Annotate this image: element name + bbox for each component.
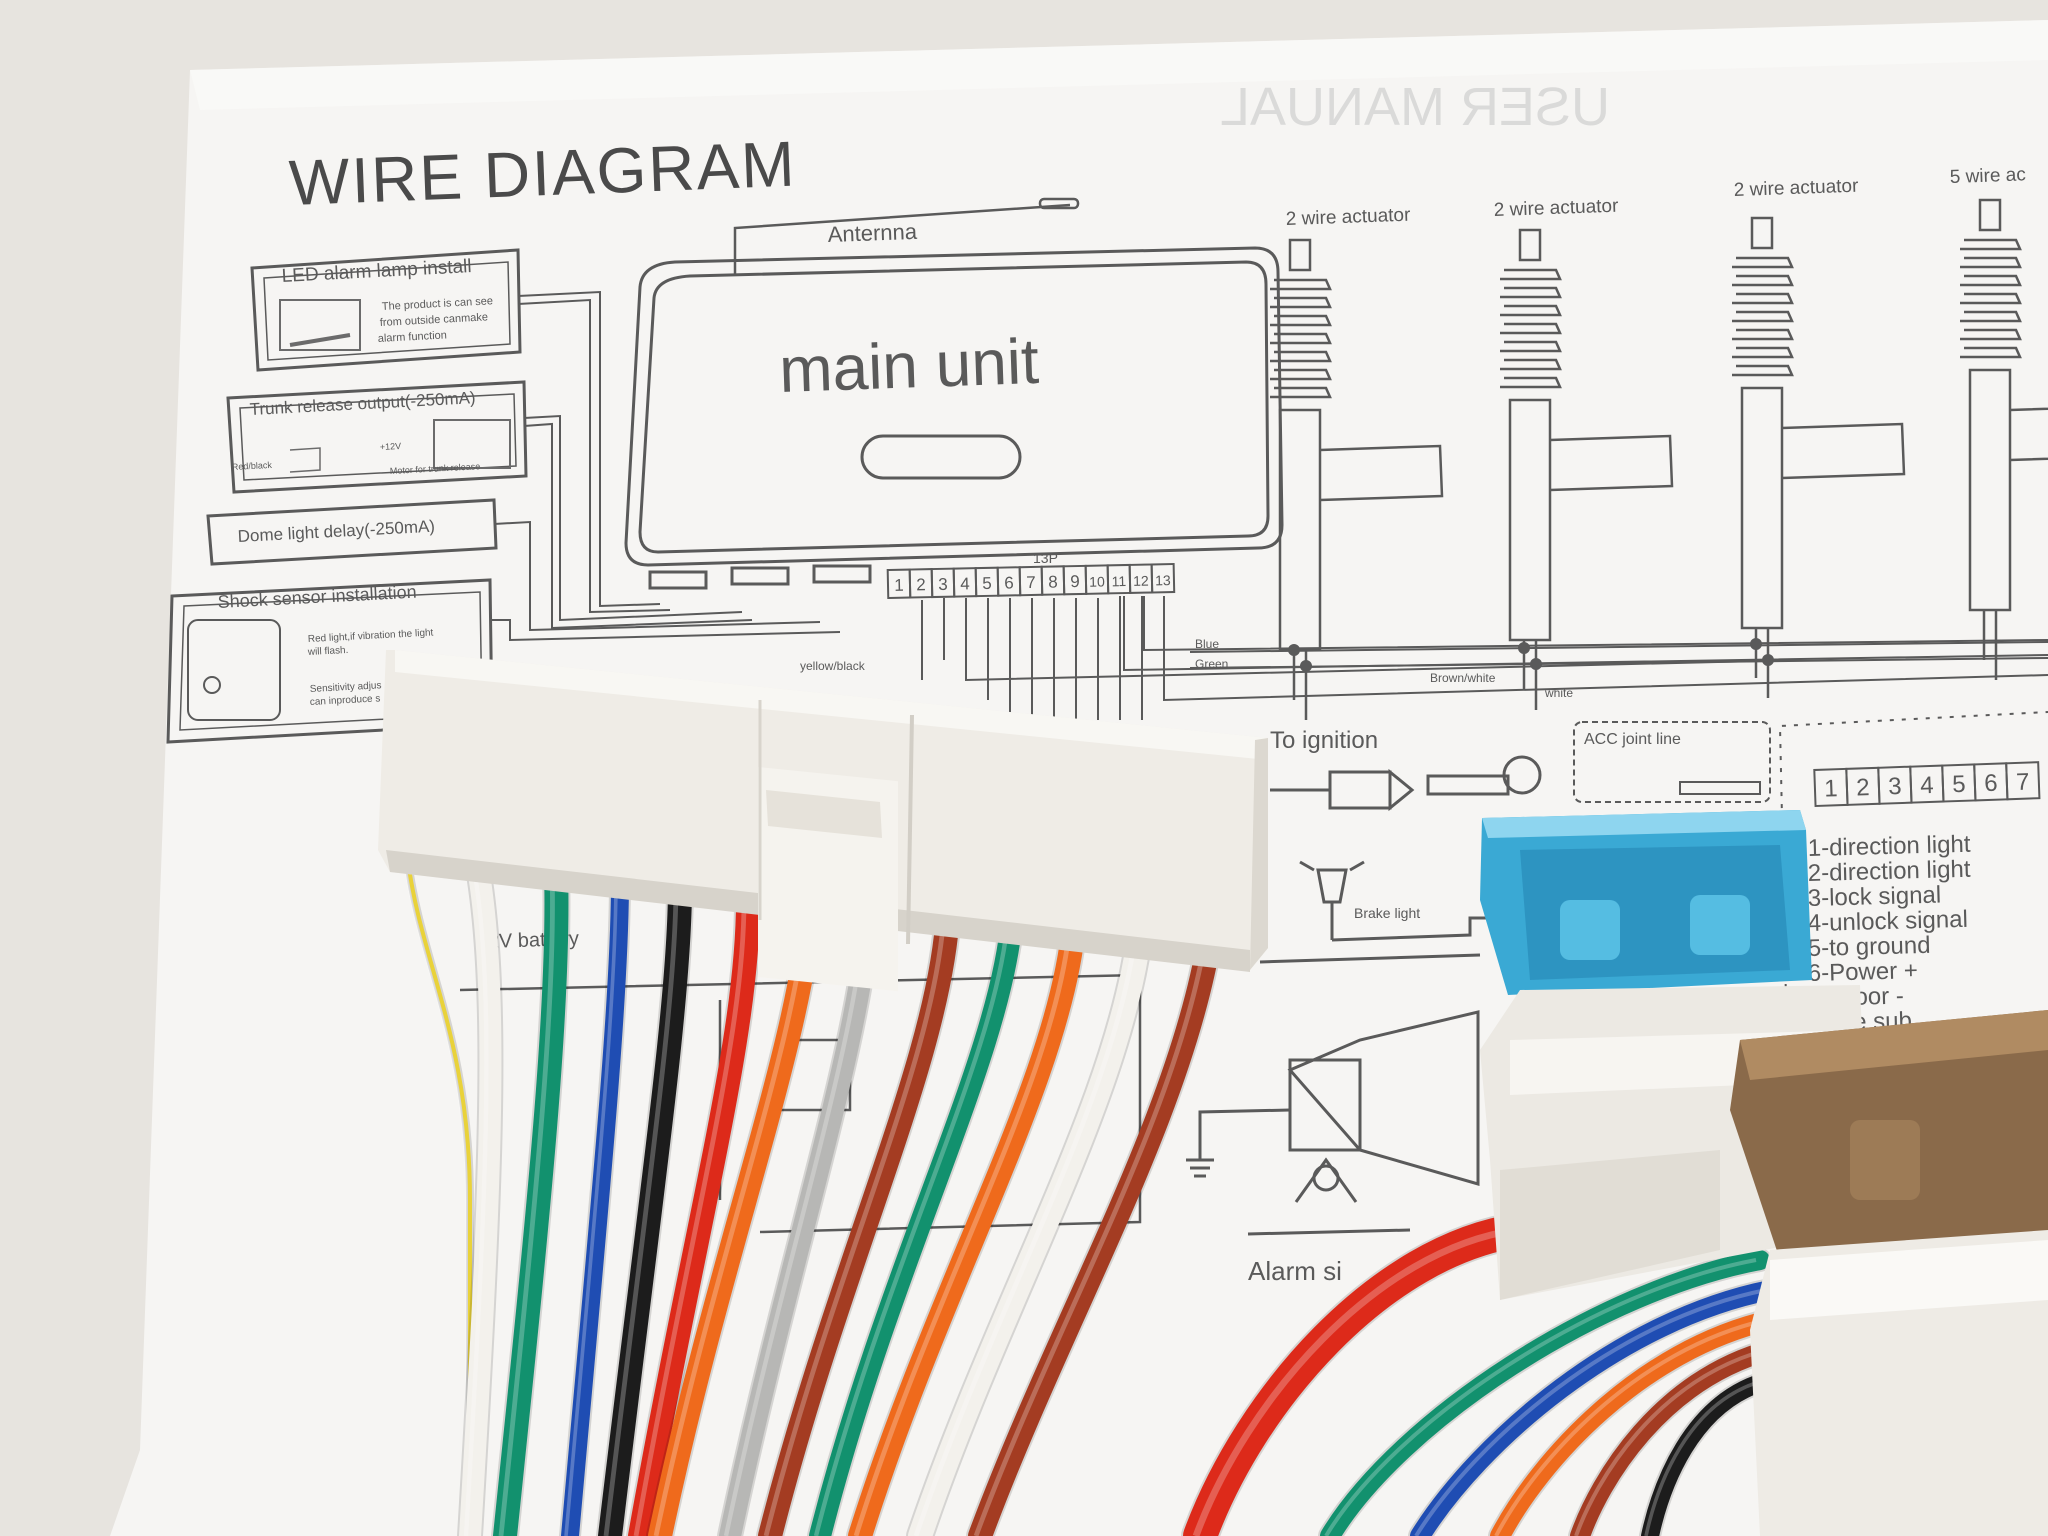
mirrored-header: USER MANUAL	[1220, 77, 1610, 137]
main-unit-ports	[648, 564, 872, 590]
blue-wire	[1410, 1280, 1780, 1536]
wire-label-blue: Blue	[1195, 637, 1219, 651]
wire-label-brown-white: Brown/white	[1430, 671, 1496, 685]
orange-wire	[1490, 1310, 1780, 1536]
legend-line: 1-direction light	[1807, 831, 1971, 862]
junction-dot	[1530, 658, 1542, 670]
legend-pin-number: 3	[1888, 773, 1902, 800]
ignition-key-icon	[1270, 755, 1542, 812]
legend-line: 2-direction light	[1807, 856, 1971, 887]
wire-label-white: white	[1544, 686, 1573, 700]
orange-wire	[848, 912, 1086, 1536]
pin-number: 7	[1026, 573, 1036, 592]
pin-number: 2	[916, 575, 926, 594]
to-ignition-label: To ignition	[1270, 727, 1378, 754]
junction-dot	[1762, 654, 1774, 666]
wire-label-yellow-black: yellow/black	[800, 659, 866, 673]
actuator-label-1: 2 wire actuator	[1285, 205, 1411, 230]
legend-pin-number: 2	[1856, 774, 1870, 801]
shock-note-4: can inproduce s	[310, 693, 381, 708]
legend-pin-number: 6	[1984, 770, 1998, 797]
black-wire	[1641, 1371, 1779, 1536]
brown-wire	[1570, 1340, 1780, 1536]
junction-dot	[1518, 642, 1530, 654]
yellow-wire	[406, 858, 472, 1536]
black-wire	[598, 874, 692, 1536]
junction-dot	[1300, 660, 1312, 672]
blue-wire	[561, 871, 629, 1536]
pin-number: 4	[960, 574, 970, 593]
led-note-2: from outside canmake	[380, 311, 489, 329]
connector-label: 13P	[1033, 550, 1058, 566]
main-unit-label: main unit	[778, 325, 1040, 406]
acc-joint-label: ACC joint line	[1584, 731, 1681, 748]
shock-note-3: Sensitivity adjus	[310, 680, 382, 695]
trunk-label-red-black: Red/black	[232, 460, 273, 472]
side-box-wires	[490, 290, 841, 642]
pin-number: 5	[982, 574, 992, 593]
actuator-bus-lines	[1189, 638, 2048, 672]
dome-light-box	[206, 498, 498, 566]
brown-blade-fuse	[1730, 1010, 2048, 1536]
led-alarm-box	[250, 248, 522, 372]
green-wire	[493, 860, 569, 1536]
antenna-label: Anternna	[827, 219, 918, 247]
legend-line: 6-Power +	[1807, 957, 1918, 987]
legend-pin-number: 1	[1824, 775, 1838, 802]
pin-number: 6	[1004, 573, 1014, 592]
pin-number: 12	[1133, 573, 1149, 589]
alarm-siren-icon	[1186, 1010, 1480, 1236]
brake-light-icon	[1259, 860, 1500, 964]
brown-wire	[758, 900, 960, 1536]
white-wire	[908, 918, 1152, 1536]
pin-number: 10	[1089, 573, 1105, 589]
actuator-drawing	[1960, 198, 2048, 680]
wire-harness	[403, 855, 1782, 1536]
main-unit-box	[624, 246, 1284, 567]
trunk-label-motor: Motor for trunk release	[390, 461, 481, 476]
pin-number: 11	[1112, 573, 1127, 589]
trunk-label-12v: +12V	[380, 441, 402, 452]
pin-wires	[921, 596, 2048, 720]
white-wire-connector	[378, 650, 1268, 992]
pin-number: 13	[1155, 572, 1171, 588]
pin-number: 9	[1070, 572, 1080, 591]
legend-line: 3-lock signal	[1807, 882, 1941, 912]
junction-dot	[1750, 638, 1762, 650]
actuator-label-2: 2 wire actuator	[1493, 196, 1619, 221]
acc-joint-box	[1573, 721, 1771, 803]
white-wire	[459, 857, 502, 1536]
legend-line: 5-to ground	[1807, 932, 1930, 962]
green-wire	[809, 907, 1023, 1536]
legend-pin-number: 4	[1920, 772, 1934, 799]
legend-pin-cell	[2005, 761, 2041, 801]
led-note-3: alarm function	[378, 329, 448, 345]
pin-number: 3	[938, 575, 948, 594]
actuator-label-3: 2 wire actuator	[1733, 176, 1859, 201]
shock-note-2: will flash.	[307, 645, 349, 658]
wire-label-green: Green	[1195, 657, 1228, 671]
legend-pin-number: 5	[1952, 771, 1966, 798]
legend-line: 4-unlock signal	[1807, 906, 1968, 937]
brown-wire	[968, 924, 1222, 1536]
junction-dot	[1288, 644, 1300, 656]
brake-light-label: Brake light	[1354, 905, 1420, 921]
legend-pin-number: 7	[2016, 769, 2030, 796]
trunk-release-box	[226, 380, 528, 494]
pin-number: 8	[1048, 572, 1058, 591]
red-wire	[1183, 1213, 1537, 1536]
red-wire	[628, 880, 761, 1536]
actuator-label-4: 5 wire ac	[1949, 164, 2026, 188]
pin-cell	[1150, 562, 1176, 594]
pin-number: 1	[894, 576, 904, 595]
green-wire	[1320, 1250, 1770, 1536]
led-note-1: The product is can see	[382, 295, 494, 313]
door-actuators	[1189, 198, 2048, 720]
alarm-siren-label: Alarm si	[1248, 1256, 1342, 1286]
